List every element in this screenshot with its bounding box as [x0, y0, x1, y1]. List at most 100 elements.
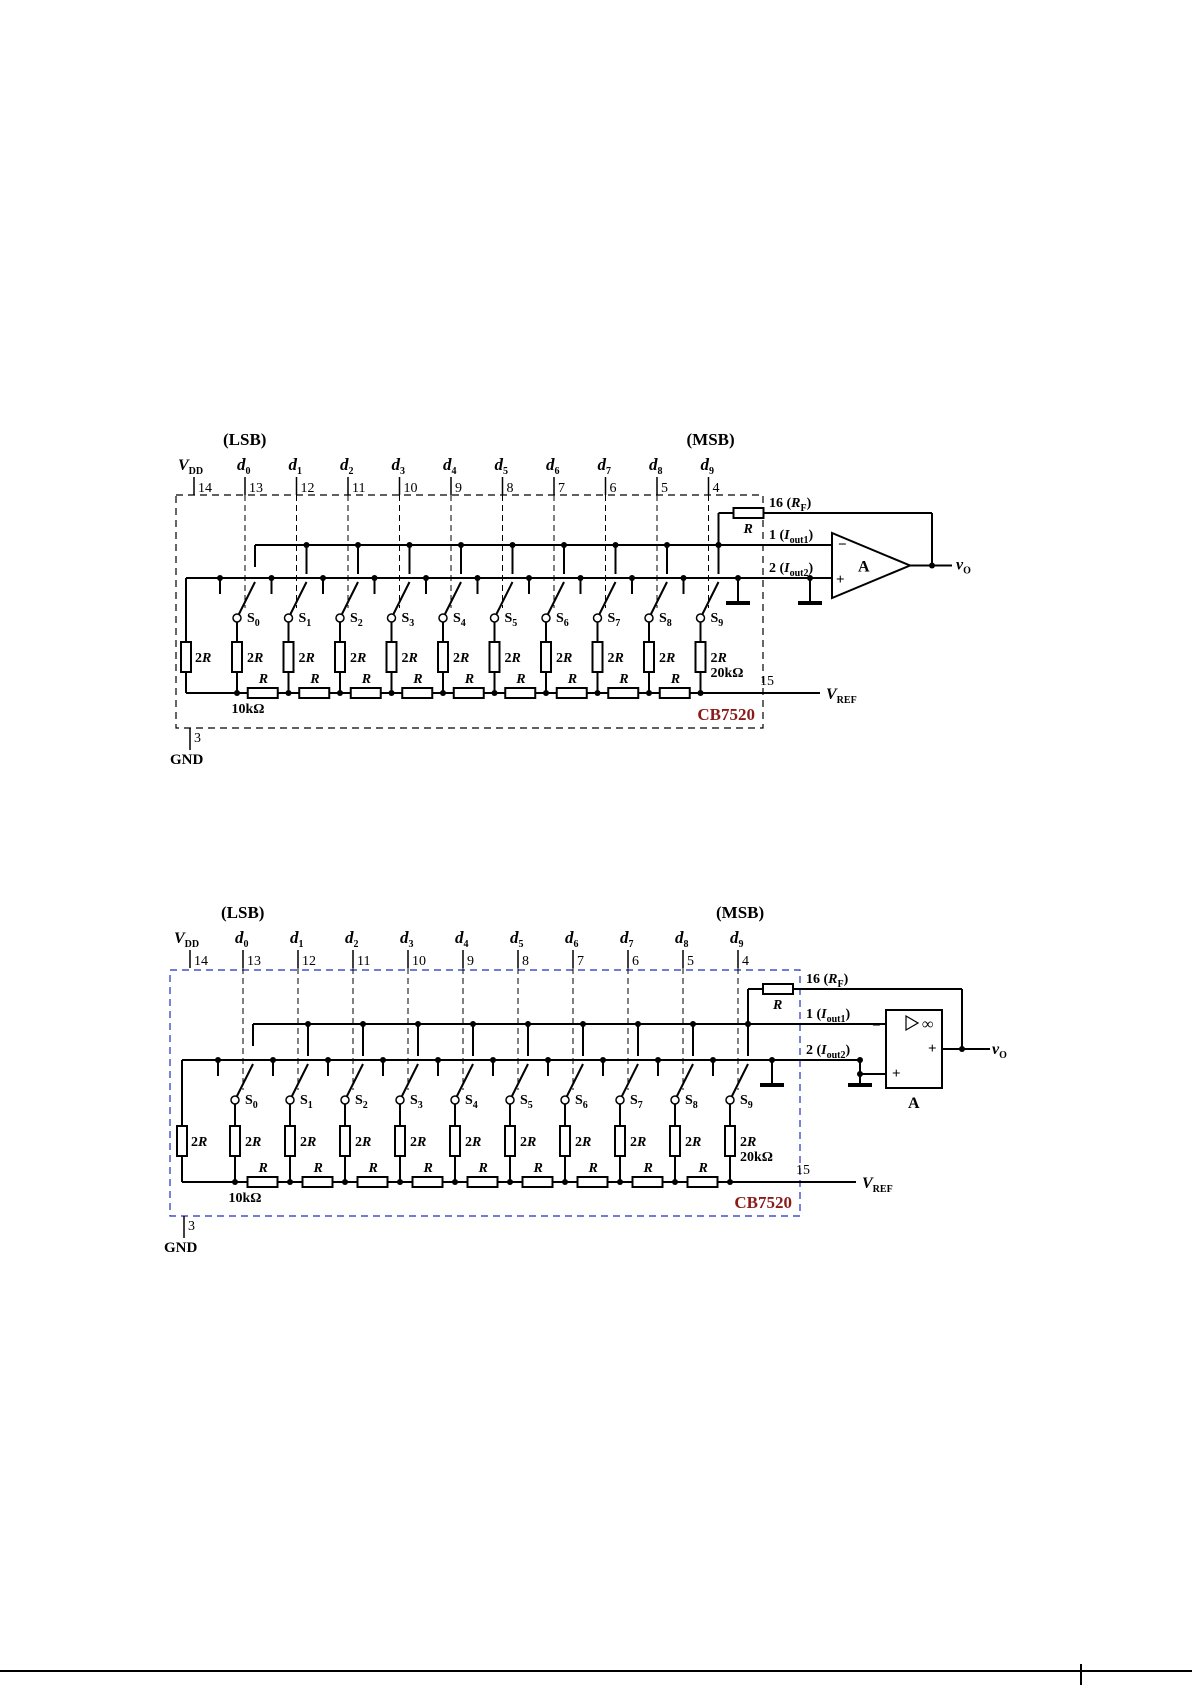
series-r-label-1: R — [313, 1161, 323, 1176]
series-r-label-0: R — [258, 1161, 268, 1176]
resistor-2r-leg-2 — [339, 1125, 351, 1157]
iout1-junction-7 — [612, 542, 619, 548]
resistor-2r-leg-9 — [724, 1125, 736, 1157]
leg-2r-label-4: 2R — [465, 1135, 481, 1150]
iout2-junction-4 — [423, 575, 429, 581]
resistor-2r-leg-4 — [449, 1125, 461, 1157]
bit-pin-number-2: 11 — [352, 481, 365, 496]
rf-r-label: R — [743, 522, 753, 537]
opamp-minus: − — [838, 537, 847, 553]
series-r-label-5: R — [533, 1161, 543, 1176]
switch-arm-3 — [390, 581, 411, 619]
switch-pivot-8 — [644, 613, 654, 623]
switch-arm-1 — [289, 1063, 309, 1101]
bit-label-d5: d5 — [510, 928, 524, 950]
opamp-plus: + — [892, 1066, 901, 1082]
plus-input-junction — [857, 1071, 863, 1077]
iout2-junction-7 — [600, 1057, 606, 1063]
rf-r-label: R — [772, 998, 782, 1013]
leg-2r-label-0: 2R — [247, 651, 263, 666]
iout2-junction-6 — [526, 575, 532, 581]
bit-label-d8: d8 — [675, 928, 689, 950]
series-r-label-7: R — [618, 672, 628, 687]
chip-boundary — [169, 969, 801, 1217]
page-footer-rule — [0, 1670, 1192, 1672]
bit-pin-number-4: 9 — [467, 954, 474, 969]
series-r-label-7: R — [643, 1161, 653, 1176]
series-r-label-2: R — [368, 1161, 378, 1176]
resistor-r-series-7 — [607, 687, 640, 699]
leg-2r-label-6: 2R — [575, 1135, 591, 1150]
bit-pin-number-3: 10 — [404, 481, 418, 496]
switch-arm-4 — [442, 581, 462, 619]
switch-arm-0 — [236, 581, 256, 619]
bit-pin-number-2: 11 — [357, 954, 370, 969]
leg-2r-label-3: 2R — [402, 651, 418, 666]
bit-pin-number-6: 7 — [577, 954, 584, 969]
leg-2r-label-9: 2R — [740, 1135, 756, 1150]
bit-pin-number-9: 4 — [713, 481, 720, 496]
resistor-2r-terminator — [180, 641, 192, 673]
switch-label-s7: S7 — [608, 611, 621, 629]
switch-pivot-9 — [725, 1095, 735, 1105]
iout2-pin-label: 2 (Iout2) — [806, 1043, 851, 1061]
bit-pin-number-8: 5 — [661, 481, 668, 496]
vdd-label: VDD — [178, 457, 203, 477]
bit-label-d1: d1 — [290, 928, 304, 950]
iout1-junction-8 — [664, 542, 670, 548]
bit-label-d9: d9 — [730, 928, 744, 950]
leg-2r-label-2: 2R — [355, 1135, 371, 1150]
leg-2r-label-8: 2R — [685, 1135, 701, 1150]
resistor-r-series-2 — [356, 1176, 389, 1188]
switch-label-s3: S3 — [402, 611, 415, 629]
iout2-junction-9 — [680, 575, 687, 581]
resistor-2r-leg-1 — [284, 1125, 296, 1157]
series-r-label-3: R — [423, 1161, 433, 1176]
bit-pin-number-6: 7 — [558, 481, 565, 496]
switch-label-s2: S2 — [350, 611, 363, 629]
bit-label-d5: d5 — [495, 455, 509, 477]
iout2-junction-1 — [270, 1057, 276, 1063]
bit-label-d7: d7 — [620, 928, 634, 950]
leg-2r-label-7: 2R — [608, 651, 624, 666]
switch-label-s6: S6 — [556, 611, 569, 629]
vo-label: vO — [992, 1041, 1007, 1061]
series-r-label-1: R — [309, 672, 319, 687]
resistor-2r-leg-6 — [559, 1125, 571, 1157]
vref-pin-number: 15 — [760, 674, 774, 689]
iout1-junction-3 — [406, 542, 413, 548]
leg-2r-label-1: 2R — [299, 651, 315, 666]
gnd-pin-number: 3 — [188, 1219, 195, 1234]
resistor-r-series-0 — [246, 687, 279, 699]
cb7520-schematic-opamp-triangle: (LSB)(MSB)VDD14d013d112d211d310d49d58d67… — [170, 430, 971, 768]
resistor-2r-leg-7 — [614, 1125, 626, 1157]
iout2-junction-5 — [490, 1057, 496, 1063]
iout2-junction-8 — [629, 575, 635, 581]
lsb-label: (LSB) — [223, 430, 266, 449]
bit-label-d2: d2 — [345, 928, 359, 950]
resistor-rf — [732, 507, 765, 519]
switch-label-s8: S8 — [659, 611, 672, 629]
resistor-2r-leg-0 — [231, 641, 243, 673]
resistor-2r-leg-2 — [334, 641, 346, 673]
chip-boundary — [175, 494, 764, 729]
iout1-junction-6 — [561, 542, 567, 548]
switch-pivot-6 — [560, 1095, 570, 1105]
schematic-group: (LSB)(MSB)VDD14d013d112d211d310d49d58d67… — [164, 903, 1007, 1256]
switch-pivot-1 — [285, 1095, 295, 1105]
resistor-2r-leg-7 — [591, 641, 604, 673]
series-r-label-8: R — [670, 672, 680, 687]
lsb-label: (LSB) — [221, 903, 264, 922]
output-junction — [959, 1046, 965, 1052]
opamp-triangle — [831, 531, 913, 600]
switch-pivot-2 — [335, 613, 345, 623]
bit-pin-number-0: 13 — [247, 954, 261, 969]
bit-pin-number-7: 6 — [610, 481, 617, 496]
switch-label-s0: S0 — [247, 611, 260, 629]
iout2-junction-0 — [215, 1057, 221, 1063]
resistor-2r-leg-5 — [488, 641, 501, 673]
iout2-junction-3 — [380, 1057, 386, 1063]
switch-label-s7: S7 — [630, 1093, 643, 1111]
bit-pin-number-0: 13 — [249, 481, 263, 496]
switch-label-s1: S1 — [300, 1093, 313, 1111]
